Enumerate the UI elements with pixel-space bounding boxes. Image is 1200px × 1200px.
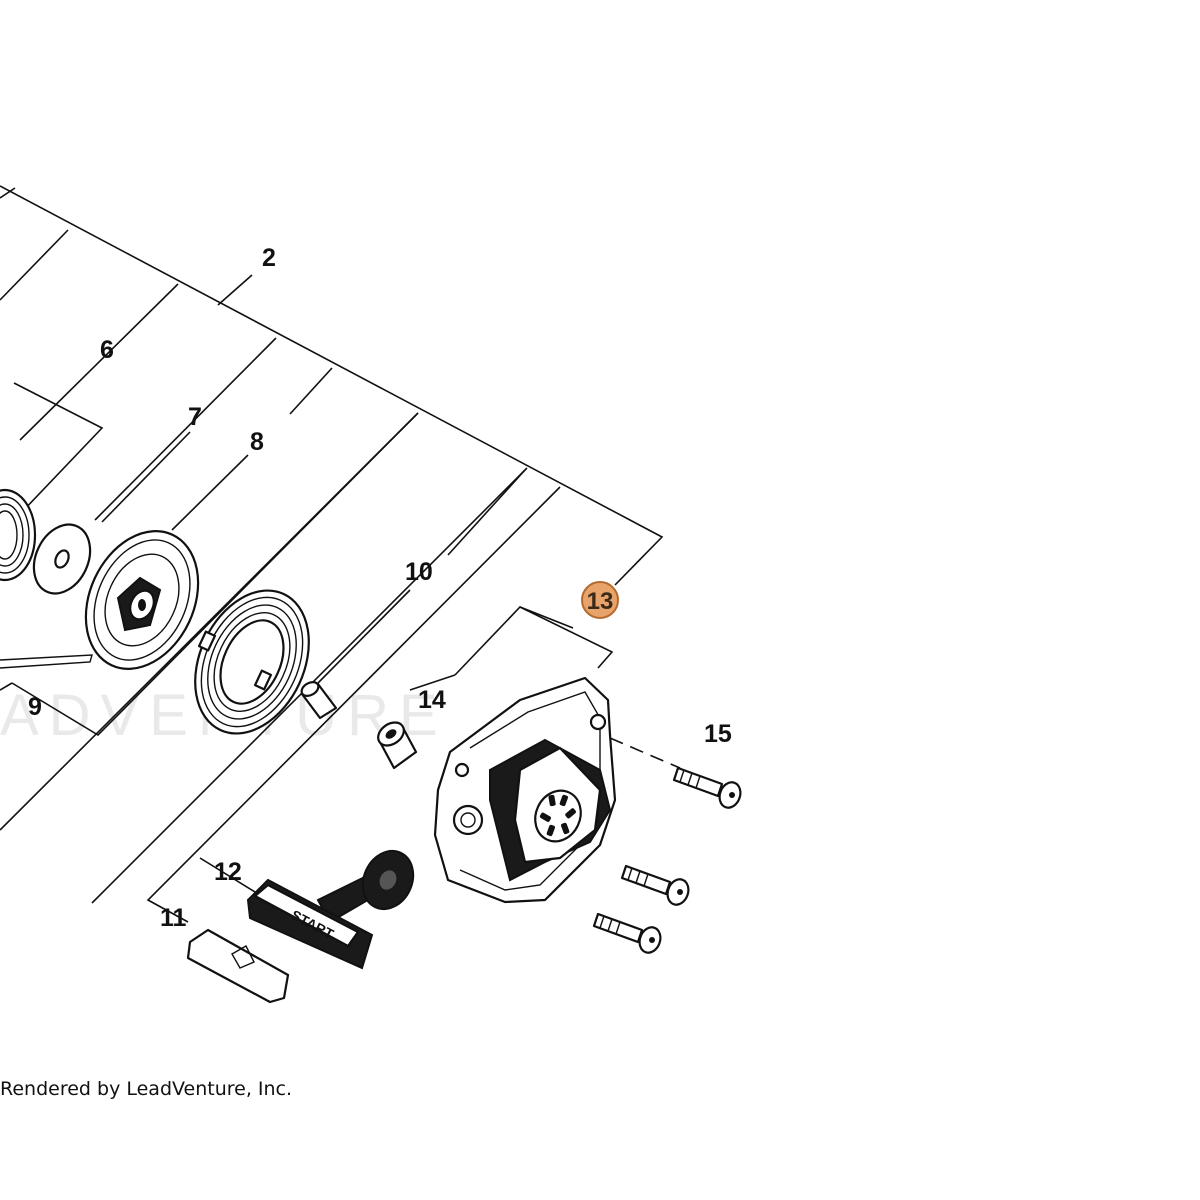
- callout-13-highlight[interactable]: 13: [581, 581, 619, 619]
- grip-insert-part: [186, 928, 290, 1004]
- bushing-part: [377, 721, 418, 770]
- starter-grip-part: START: [246, 849, 415, 970]
- callout-11: 11: [160, 904, 187, 932]
- leader-lines: [0, 185, 681, 923]
- recoil-spring: [0, 488, 37, 582]
- callout-labels: 2 6 7 8 9 10 11 12 14 15: [28, 244, 732, 932]
- callout-2: 2: [262, 244, 276, 272]
- starter-rope-part: [0, 654, 93, 669]
- callout-6: 6: [100, 336, 114, 364]
- callout-10: 10: [405, 558, 433, 586]
- callout-12: 12: [214, 858, 242, 886]
- rope-rotor-part: [84, 530, 200, 670]
- callout-15: 15: [704, 720, 732, 748]
- washer-part: [32, 523, 92, 595]
- callout-13[interactable]: 13: [587, 588, 614, 615]
- screws-part: [592, 766, 742, 954]
- render-credit: Rendered by LeadVenture, Inc.: [0, 1078, 293, 1100]
- fan-housing-part: [433, 676, 617, 904]
- highlight-circle: [581, 581, 619, 619]
- callout-9: 9: [28, 693, 42, 721]
- callout-8: 8: [250, 428, 264, 456]
- callout-14: 14: [418, 686, 446, 714]
- rewind-spring-part: [194, 589, 310, 735]
- callout-7: 7: [188, 403, 202, 431]
- sleeve-part: [300, 681, 338, 720]
